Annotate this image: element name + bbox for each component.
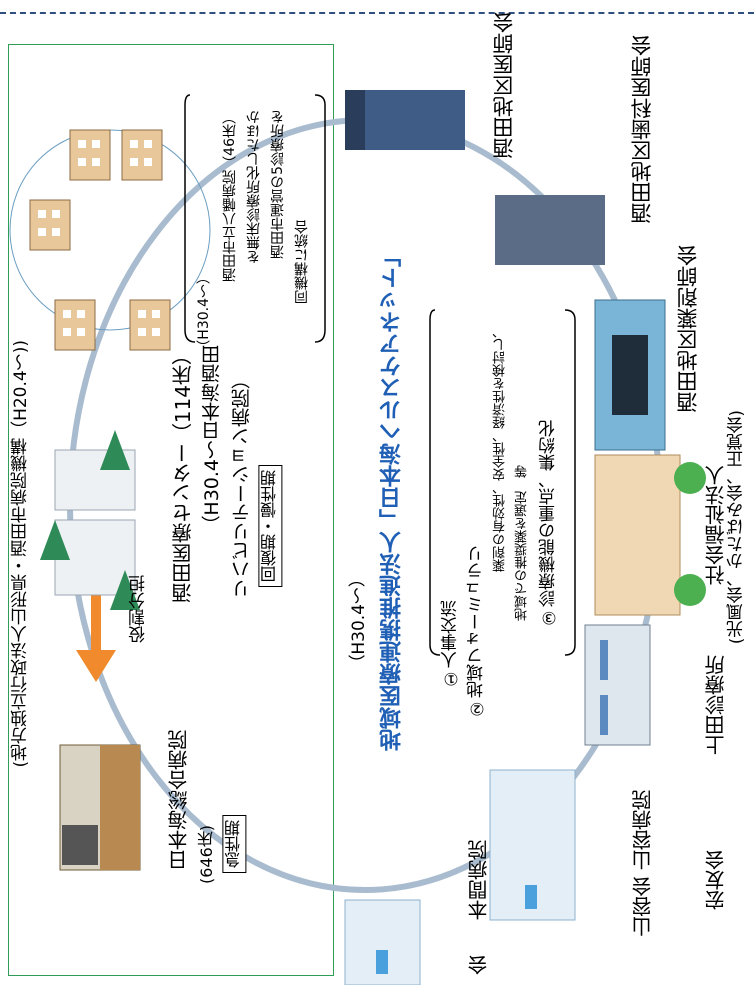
honma-hospital-label: 本間病院 [467,840,491,920]
sakata-center-renamed: （H30.4～日本海酒田 [201,345,223,535]
honma-hospital-building [344,899,421,985]
kamida-clinic-building [584,624,651,746]
nihonkai-hospital-beds: (646床) [197,825,216,885]
pharmacist-association-label: 酒田地区薬剤師会 [676,245,700,413]
clinic-building-4 [54,299,96,351]
medical-association-building [345,90,465,150]
welfare-corporation-label: 社会福祉法人 [704,465,728,585]
pharmacist-association-building [594,299,666,451]
merge-note-line-3: を無床診療所化したほか [246,110,262,264]
network-item-1: ①人事交流 [441,600,461,688]
network-title: 地域医療連携推進法人「日本海ヘルスケアネット」 [380,245,405,751]
nihonkai-hospital-building [59,744,141,871]
sakata-center-name: 酒田医療センター（114床） [171,345,195,604]
clinic-building-3 [29,199,71,251]
koyukai-label: 宏友会 [704,850,728,910]
dental-association-building [495,195,605,265]
clinic-building-2 [121,129,163,181]
top-dashed-border [0,12,754,14]
merge-note-line-2: 酒田市立八幡病院（46床） [222,110,238,282]
honma-prefix-label: 会 [467,955,491,975]
welfare-building [594,454,706,616]
network-start-date: （H30.4～） [349,570,369,672]
acute-phase-label: 急性期 [222,815,247,873]
network-item-2-detail-2: 地域での推奨薬を選定 等 [515,465,530,621]
clinic-building-5 [129,299,171,351]
network-item-3: ③診療機能の重点、集約化 [539,420,559,627]
nihonkai-hospital-name: 日本海総合病院 [167,730,191,870]
yamayo-hospital-building [489,769,576,921]
medical-association-label: 酒田地区医師会 [492,12,516,159]
network-item-2-detail-1: 薬剤の有効性、安全性、経済性を検討し、 [493,325,508,572]
hospital-organization-frame [8,44,334,976]
yamayo-hospital-label: 山容会 山容病院 [631,790,655,937]
sakata-center-renamed-2: リハビリテーション病院） [231,370,253,598]
kamida-clinic-label: 上田診療所 [704,655,728,755]
sakata-center-building [40,430,140,610]
organization-frame-title: (地方独立行政法人山形県・酒田市病院機構（H20.4～)) [11,340,31,768]
welfare-corporation-members: (光風会、かたばみ会、正覚会) [727,410,747,645]
merge-note-line-1: （H30.4～） [196,270,212,354]
items-brackets [429,309,576,656]
merge-note-line-5: 同機構に統合 [294,220,310,304]
clinic-building-1 [69,129,111,181]
role-sharing-label: 役割分担 [129,575,149,643]
dental-association-label: 酒田地区歯科医師会 [630,35,654,224]
network-item-2: ②地域フォーミュラリ [467,545,487,718]
merge-note-brackets [184,94,326,343]
merge-note-line-4: 酒田市運営の5診療所を [270,110,286,259]
recovery-phase-label: 回復期・慢性期 [258,465,283,587]
